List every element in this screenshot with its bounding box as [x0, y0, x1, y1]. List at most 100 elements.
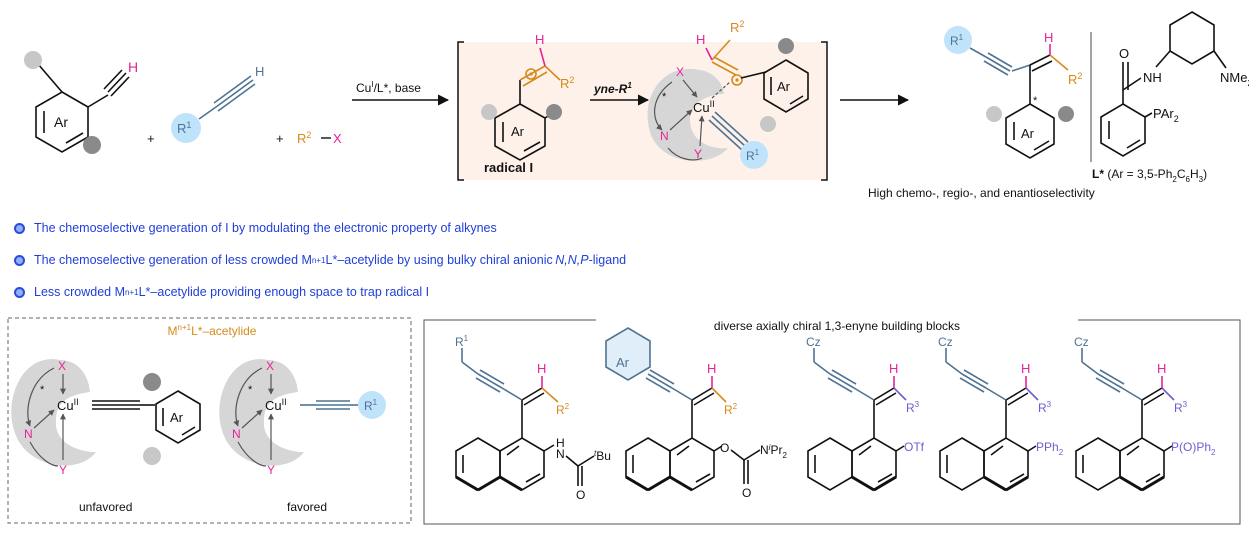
plus-2: +: [276, 131, 284, 146]
product4-cz: Cz: [938, 335, 953, 349]
favored-acetylide: [300, 400, 358, 410]
favored-x: X: [266, 359, 274, 373]
product3-cz: Cz: [806, 335, 821, 349]
product-core: [1005, 54, 1055, 159]
chiral-star: *: [662, 91, 667, 103]
product2-carbamate: [730, 449, 761, 484]
unfavored-y: Y: [59, 463, 67, 477]
r1-bubble: [358, 391, 386, 419]
product1-h: H: [537, 361, 546, 376]
right-bracket: [821, 41, 828, 181]
product1-amide: [565, 455, 595, 486]
bullet-dot-icon: [14, 222, 25, 234]
unfavored-label: unfavored: [79, 500, 132, 514]
product2-r2-bond: [711, 387, 727, 403]
favored-cu: CuII: [265, 397, 287, 413]
x-label: X: [333, 131, 342, 146]
product5-pooph2: P(O)Ph2: [1171, 440, 1216, 457]
product2-ar: Ar: [616, 355, 630, 370]
radical-dot: [735, 78, 739, 82]
gray-ball-dark: [1058, 106, 1074, 122]
unfavored-star: *: [40, 384, 45, 396]
product3-vinyl: [873, 387, 897, 406]
yne-label: yne-R1: [593, 81, 632, 96]
cu-r1: R1: [746, 148, 760, 163]
favored-label: favored: [287, 500, 327, 514]
unfavored-ar: Ar: [170, 410, 184, 425]
product-r1: R1: [950, 33, 964, 48]
product3-bold: [851, 475, 897, 492]
product3-r3-bond: [893, 387, 907, 401]
ar-label: Ar: [54, 114, 68, 130]
product3-otf: OTf: [904, 440, 925, 454]
product4-vinyl: [1005, 387, 1029, 406]
r1-label: R1: [177, 120, 191, 136]
products-box-title: diverse axially chiral 1,3-enyne buildin…: [714, 319, 960, 333]
radical-ar: Ar: [511, 124, 525, 139]
product-alkyne: [969, 47, 1013, 76]
product5-naphthalene: [1075, 400, 1173, 491]
conditions-label: CuI/L*, base: [356, 80, 421, 95]
cu-y: Y: [694, 147, 702, 161]
unfavored-cu: CuII: [57, 397, 79, 413]
product2-alkyne: [605, 327, 693, 401]
product5-alkyne: [1081, 348, 1143, 401]
radical-vinyl: [519, 65, 561, 87]
product1-o: O: [576, 488, 585, 502]
ligand-nh: NH: [1143, 70, 1162, 85]
starting-aryl-alkyne: [35, 63, 130, 153]
radical-label: radical I: [484, 160, 533, 175]
product1-alkyne: [461, 348, 523, 401]
product2-bold: [625, 475, 693, 492]
product1-bold: [455, 475, 523, 492]
gray-ball-light: [481, 104, 497, 120]
alkyne-h: H: [128, 59, 138, 75]
favored-r1: R1: [364, 398, 378, 413]
gray-ball-light: [24, 51, 42, 69]
complex-aryl: [740, 59, 809, 113]
product2-h: H: [707, 361, 716, 376]
bullet-dot-icon: [14, 254, 25, 266]
product5-h: H: [1157, 361, 1166, 376]
complex-ar: Ar: [777, 79, 791, 94]
complex-r2: R2: [730, 19, 744, 35]
key-point-2: The chemoselective generation of less cr…: [14, 248, 874, 272]
product3-r3: R3: [906, 400, 920, 415]
products-box: [423, 319, 1241, 525]
bullet-dot-icon: [14, 286, 25, 298]
complex-vinyl: [711, 39, 743, 86]
favored-star: *: [248, 384, 253, 396]
complex-h: H: [696, 32, 705, 47]
complex-h-bond: [705, 47, 713, 61]
acetylide-box-title: Mn+1L*–acetylide: [168, 323, 257, 338]
radical-h-bond: [539, 47, 546, 67]
acetylide-box: [7, 317, 412, 524]
r1-bubble: [944, 26, 972, 54]
ligand-structure: [1100, 11, 1227, 157]
unfavored-shell: [11, 359, 97, 466]
product4-h: H: [1021, 361, 1030, 376]
ligand-nme2: NMe2: [1220, 70, 1249, 88]
product2-vinyl: [691, 387, 715, 406]
product5-bold: [1119, 475, 1165, 492]
left-bracket: [457, 41, 464, 181]
gray-ball-dark: [143, 373, 161, 391]
product1-r2-bond: [541, 387, 559, 403]
radical-h: H: [535, 32, 544, 47]
product-r2-bond: [1049, 54, 1069, 71]
product4-r3: R3: [1038, 400, 1052, 415]
r2-label: R2: [297, 130, 311, 146]
favored-shell: [219, 359, 304, 466]
product4-bold: [983, 475, 1029, 492]
product2-naphthalene: [625, 400, 723, 491]
product4-naphthalene: [939, 400, 1037, 491]
cu-x: X: [676, 65, 684, 79]
key-points: The chemoselective generation of I by mo…: [14, 216, 874, 312]
product5-cz: Cz: [1074, 335, 1089, 349]
product1-r2: R2: [556, 402, 570, 417]
product1-r1: R1: [455, 334, 469, 349]
radical-dot: [529, 72, 533, 76]
product3-h: H: [889, 361, 898, 376]
plus-1: +: [147, 131, 155, 146]
